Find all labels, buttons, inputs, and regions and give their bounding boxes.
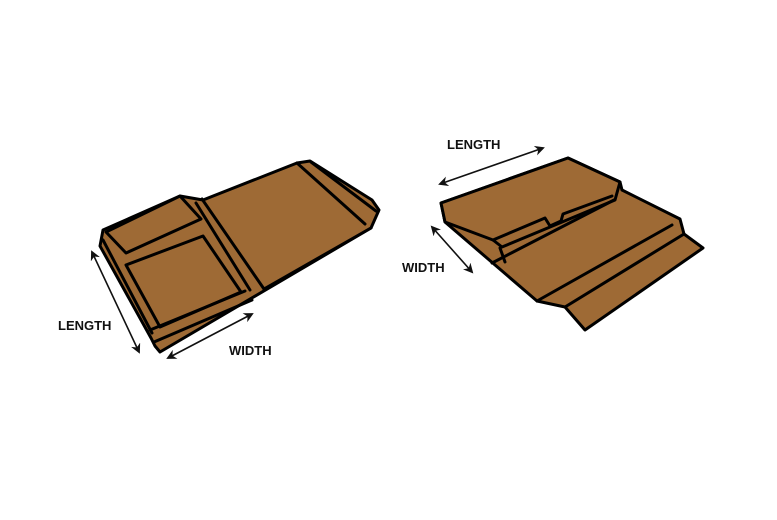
left-width-arrow xyxy=(166,313,254,359)
right-width-label: WIDTH xyxy=(402,260,445,275)
right-length-label: LENGTH xyxy=(447,137,500,152)
right-tile-illustration xyxy=(439,156,705,332)
right-length-arrow xyxy=(438,145,545,187)
left-length-arrow xyxy=(90,250,141,354)
left-tile-illustration xyxy=(98,159,381,354)
right-width-arrow xyxy=(430,225,474,274)
left-length-label: LENGTH xyxy=(58,318,111,333)
left-width-label: WIDTH xyxy=(229,343,272,358)
